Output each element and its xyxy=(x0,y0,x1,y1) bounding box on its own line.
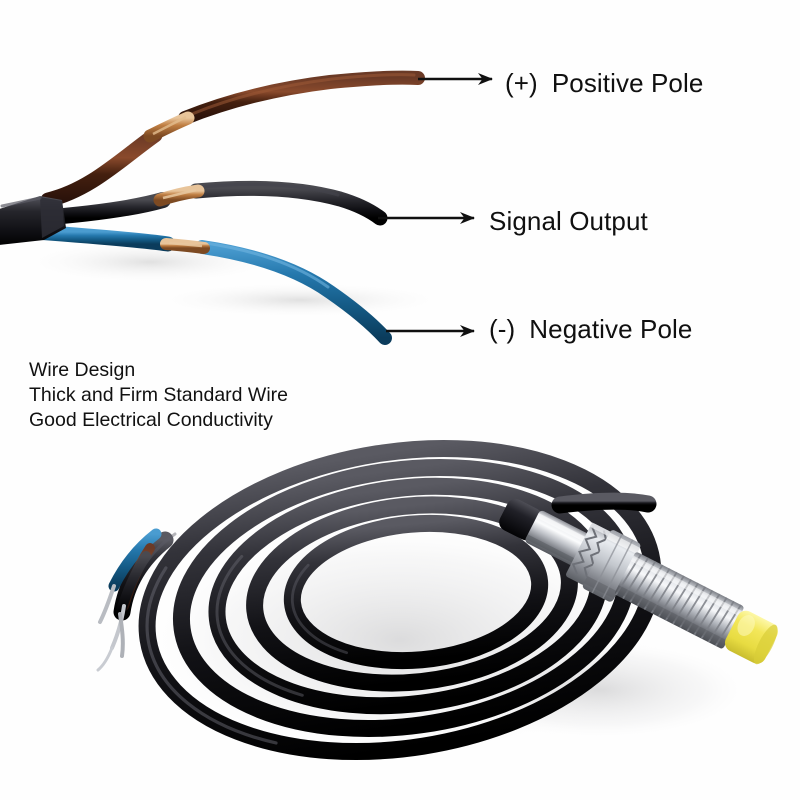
blue-wire xyxy=(28,224,392,345)
threaded-chrome-barrel xyxy=(615,552,744,649)
caption-line-2: Thick and Firm Standard Wire xyxy=(29,384,288,406)
stripped-wire-ends xyxy=(96,528,162,672)
callout-text-negative: Negative Pole xyxy=(529,314,693,344)
copper-splice xyxy=(153,184,205,207)
callout-label-negative: (-) Negative Pole xyxy=(489,316,692,342)
brown-wire xyxy=(40,70,425,208)
polarity-sign-negative: (-) xyxy=(489,314,516,344)
callout-text-signal: Signal Output xyxy=(489,206,648,236)
coil-shadow xyxy=(140,520,660,760)
proximity-sensor xyxy=(499,498,778,665)
caption-line-3: Good Electrical Conductivity xyxy=(29,409,273,431)
copper-splice xyxy=(143,111,195,143)
caption-block: Wire Design Thick and Firm Standard Wire… xyxy=(29,358,288,433)
sensor-rear-sleeve xyxy=(525,510,589,566)
black-wire xyxy=(32,180,388,226)
cable-jacket-boot xyxy=(0,196,66,245)
cable-to-sensor xyxy=(551,492,657,514)
copper-splice xyxy=(160,238,210,254)
callout-label-positive: (+) Positive Pole xyxy=(505,70,703,96)
sensor-shadow xyxy=(450,640,750,740)
cable-coil xyxy=(138,439,662,761)
cable-strain-relief-boot xyxy=(499,498,543,541)
hex-nut xyxy=(582,530,641,602)
cable-tail xyxy=(113,531,177,621)
callout-text-positive: Positive Pole xyxy=(551,68,704,98)
callout-label-signal: Signal Output xyxy=(489,208,648,234)
wire-shadow xyxy=(150,282,450,318)
polarity-sign-positive: (+) xyxy=(505,68,538,98)
wire-shadow xyxy=(20,240,280,284)
yellow-sensing-face xyxy=(724,610,778,665)
star-lock-washer xyxy=(566,522,612,585)
caption-line-1: Wire Design xyxy=(29,359,136,381)
